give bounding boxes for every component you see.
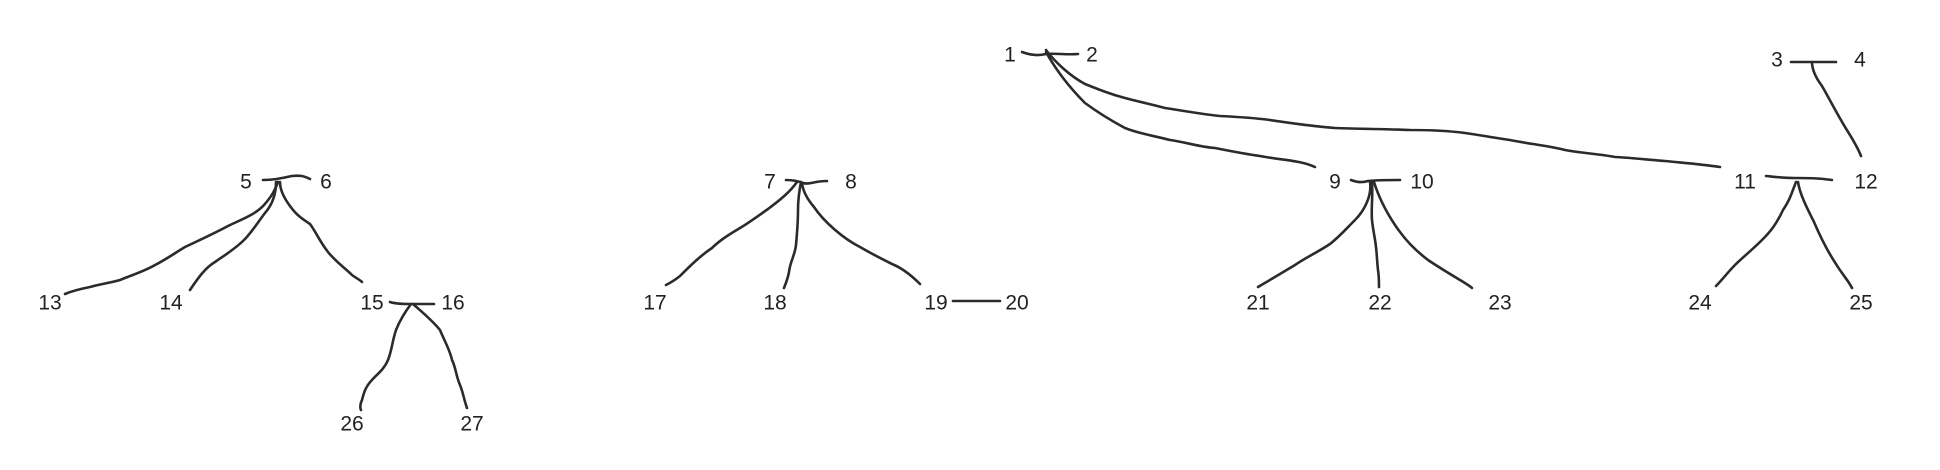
edge-11-12-to-25 — [411, 302, 469, 410]
node-label-3: 3 — [1771, 49, 1783, 72]
node-label-11: 11 — [1734, 171, 1756, 194]
edge-1-2-to-5-6 — [1044, 50, 1317, 169]
node-label-22: 22 — [1368, 292, 1391, 315]
edge-9-10-to-22 — [1714, 180, 1798, 288]
node-label-19: 19 — [924, 292, 947, 315]
edge-9-10-to-21 — [1372, 180, 1474, 290]
node-label-5: 5 — [240, 171, 252, 194]
edge-5-6-to-15-16 — [782, 180, 803, 290]
edge-5-to-6 — [261, 174, 312, 182]
node-label-25: 25 — [1849, 292, 1872, 315]
edge-3-4-to-12 — [188, 180, 278, 292]
node-label-10: 10 — [1410, 171, 1433, 194]
edge-7-8-to-18 — [1256, 180, 1372, 289]
node-label-17: 17 — [643, 292, 666, 315]
edge-7-to-8 — [784, 178, 829, 185]
node-label-6: 6 — [320, 171, 332, 194]
node-label-27: 27 — [460, 413, 483, 436]
edge-1-2-to-11-12 — [63, 180, 280, 296]
edge-5-6-to-13 — [278, 180, 364, 284]
node-label-13: 13 — [38, 292, 61, 315]
edge-5-6-to-14 — [664, 180, 799, 287]
node-label-2: 2 — [1086, 44, 1098, 67]
edge-9-to-10 — [1349, 178, 1402, 184]
node-label-24: 24 — [1688, 292, 1712, 315]
edges-layer — [63, 48, 1863, 412]
node-label-26: 26 — [340, 413, 363, 436]
node-label-4: 4 — [1854, 49, 1866, 72]
edge-7-8-to-17 — [800, 181, 922, 286]
node-label-9: 9 — [1329, 171, 1341, 194]
edge-9-10-to-23 — [1796, 180, 1854, 290]
node-label-14: 14 — [159, 292, 183, 315]
edge-1-2-to-9-10 — [1810, 60, 1863, 158]
node-label-21: 21 — [1246, 292, 1269, 315]
node-label-8: 8 — [845, 171, 857, 194]
edge-1-2-to-7-8 — [1044, 48, 1722, 169]
edge-7-8-to-19 — [1370, 180, 1381, 289]
node-label-18: 18 — [763, 292, 786, 315]
node-label-23: 23 — [1488, 292, 1511, 315]
node-label-7: 7 — [764, 171, 776, 194]
edge-11-to-12 — [1764, 174, 1834, 182]
node-label-12: 12 — [1854, 171, 1877, 194]
edge-11-12-to-24 — [359, 302, 413, 412]
node-label-16: 16 — [441, 292, 464, 315]
node-label-1: 1 — [1004, 44, 1016, 67]
node-label-15: 15 — [360, 292, 383, 315]
node-label-20: 20 — [1005, 292, 1028, 315]
